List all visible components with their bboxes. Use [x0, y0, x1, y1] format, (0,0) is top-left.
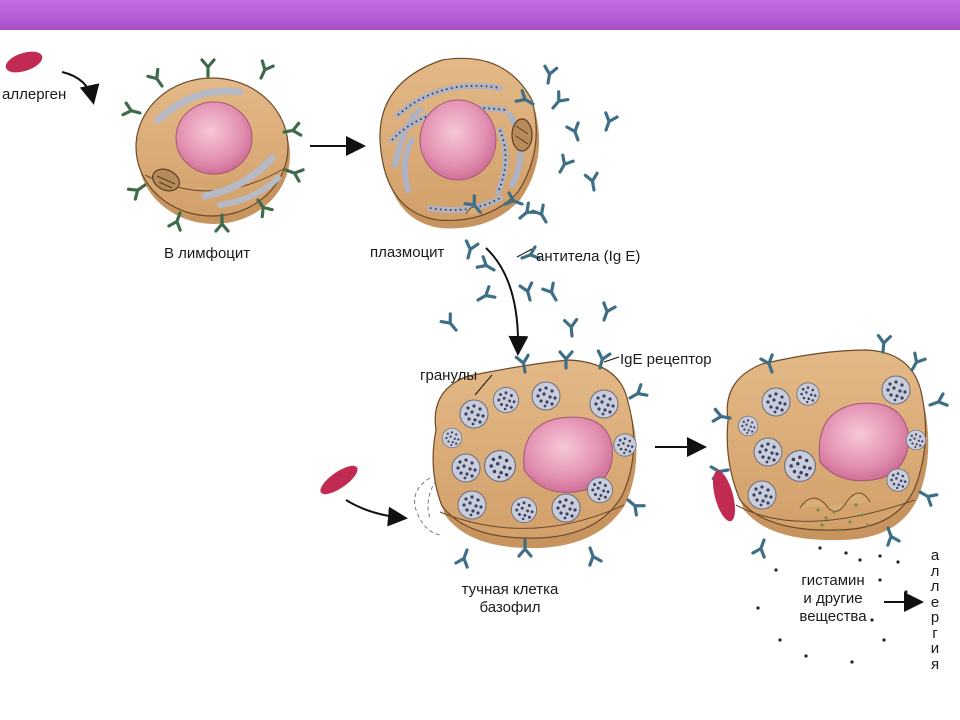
allergen-particle-1 — [5, 51, 43, 73]
released-histamine-dots — [756, 546, 908, 664]
allergy-letter: р — [930, 609, 940, 626]
allergen-particle-2 — [320, 465, 358, 495]
label-mast-cell-line2: базофил — [479, 599, 541, 616]
label-allergen: аллерген — [2, 86, 67, 103]
allergy-letter: е — [930, 593, 940, 611]
header-band — [0, 0, 960, 30]
allergy-letter: л — [930, 578, 940, 595]
label-histamine-line1: гистамин — [801, 572, 865, 589]
pointer-ige-receptor — [603, 356, 620, 363]
label-mast-cell: тучная клетка базофил — [450, 581, 570, 617]
label-plasmocyte: плазмоцит — [370, 244, 445, 261]
allergy-letter: и — [930, 640, 940, 657]
b-lymphocyte-cell — [135, 77, 290, 224]
pointer-granules — [474, 374, 493, 396]
label-b-lymphocyte: В лимфоцит — [164, 245, 251, 262]
allergy-letter: л — [930, 562, 940, 580]
label-allergy-vertical: а л л е р г и я — [926, 548, 944, 672]
label-mast-cell-line1: тучная клетка — [461, 581, 559, 598]
plasmocyte-cell — [379, 57, 540, 229]
label-antibodies: антитела (Ig E) — [536, 248, 641, 265]
allergy-letter: я — [930, 655, 940, 673]
label-histamine-line2: и другие — [803, 590, 863, 607]
degranulating-mast-cell — [726, 349, 929, 541]
allergen-particle-3 — [713, 470, 735, 522]
allergy-letter: г — [932, 624, 938, 642]
pointer-antibodies — [516, 248, 533, 258]
label-granules: гранулы — [420, 367, 478, 384]
arrow-plasmocyte-to-mast-cell — [485, 247, 529, 356]
mast-cell — [414, 359, 637, 549]
label-histamine-line3: вещества — [799, 608, 867, 625]
arrow-allergen-to-mast-cell — [345, 499, 408, 527]
label-histamine: гистамин и другие вещества — [788, 572, 878, 626]
allergy-letter: а — [930, 547, 940, 564]
label-ige-receptor: IgE рецептор — [620, 351, 712, 368]
arrow-allergen-to-lymphocyte — [61, 71, 100, 105]
